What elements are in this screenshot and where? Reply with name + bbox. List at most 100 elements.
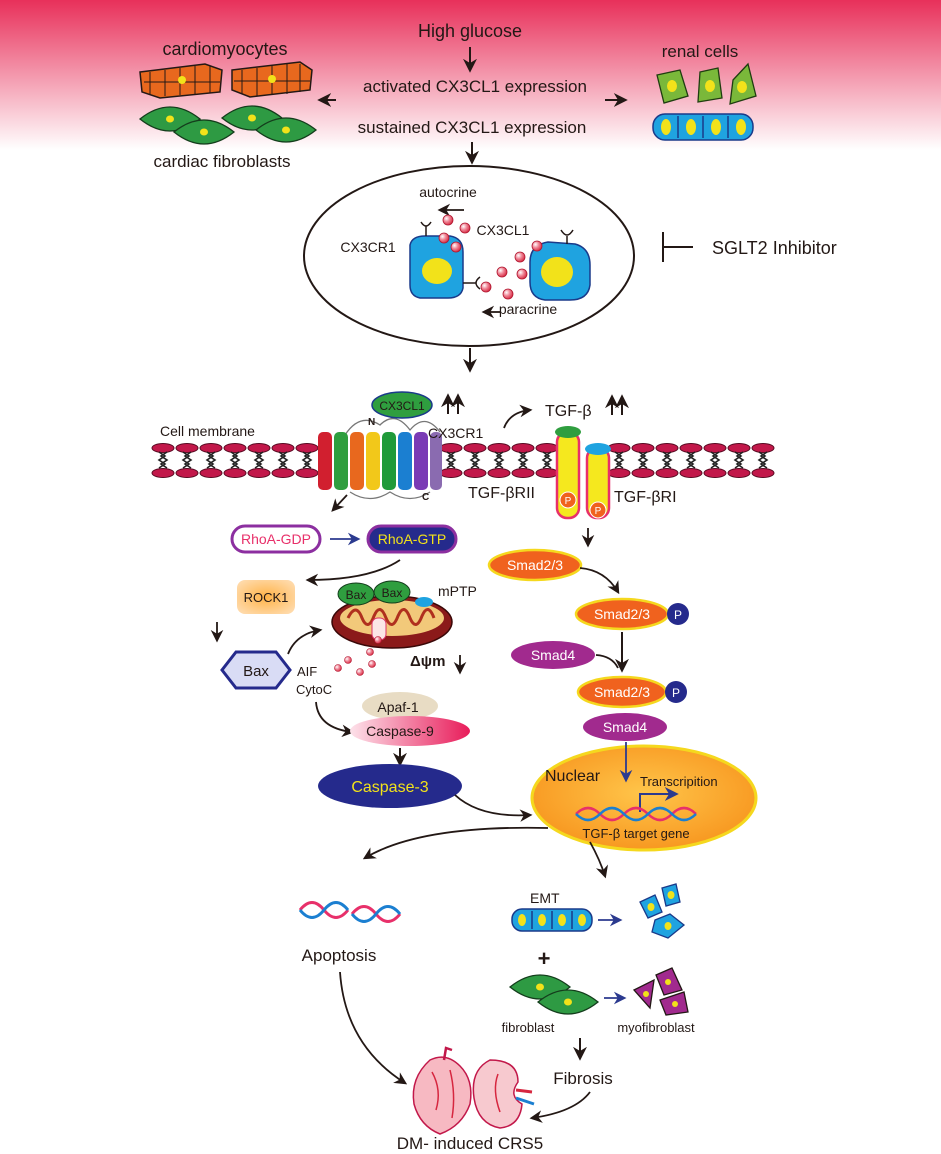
rock1-box bbox=[237, 580, 295, 614]
myofibroblast-cells bbox=[632, 967, 689, 1016]
lipid-molecule bbox=[751, 442, 775, 479]
arrow-apoptosis-to-crs5 bbox=[339, 971, 408, 1085]
bax-mito-oval bbox=[373, 580, 411, 604]
mptp-channel bbox=[415, 597, 433, 607]
smad23-oval bbox=[487, 548, 583, 582]
high-glucose-label: High glucose bbox=[418, 21, 522, 41]
crs5-label: DM- induced CRS5 bbox=[397, 1134, 543, 1153]
arrow-to-emt bbox=[589, 841, 609, 879]
myofibroblast-label: myofibroblast bbox=[617, 1020, 695, 1035]
apoptosis-label: Apoptosis bbox=[302, 946, 377, 965]
plus-sign: + bbox=[538, 946, 551, 971]
bax-mito-label: Bax bbox=[346, 588, 367, 602]
caspase9-label: Caspase-9 bbox=[366, 723, 434, 739]
arrow-fibrosis-to-crs5 bbox=[529, 1091, 591, 1123]
sustained-cx3cl1-label: sustained CX3CL1 expression bbox=[358, 118, 587, 137]
bax-mito-label: Bax bbox=[382, 586, 403, 600]
rhoa-gdp-label: RhoA-GDP bbox=[241, 531, 311, 547]
rhoa-gdp-pill bbox=[230, 524, 322, 554]
transcription-start-arrow bbox=[639, 787, 679, 812]
caspase3-oval bbox=[318, 764, 462, 808]
heart-organ bbox=[412, 1046, 472, 1135]
phospho-site bbox=[665, 681, 687, 703]
phospho-label: P bbox=[672, 686, 680, 700]
smad23-p-label: Smad2/3 bbox=[594, 606, 650, 622]
lipid-molecule bbox=[295, 442, 319, 479]
kidney-organ bbox=[472, 1059, 535, 1129]
tgf-beta-ri-label: TGF-βRI bbox=[614, 489, 677, 506]
nuclear-label: Nuclear bbox=[545, 768, 601, 785]
phospho-site bbox=[559, 491, 577, 509]
apaf1-label: Apaf-1 bbox=[377, 699, 418, 715]
arrow-to-apoptosis bbox=[362, 826, 549, 860]
cardiomyocytes-label: cardiomyocytes bbox=[162, 39, 287, 59]
cx3cr1-membrane-label: CX3CR1 bbox=[428, 425, 483, 441]
fibrosis-label: Fibrosis bbox=[553, 1069, 613, 1088]
upregulation-arrows-cx3cl1 bbox=[441, 393, 465, 414]
bax-label: Bax bbox=[243, 663, 269, 680]
cardiomyocyte-cell bbox=[139, 63, 223, 99]
lipid-molecule bbox=[607, 442, 631, 479]
cx3cl1-ligand-balls bbox=[438, 214, 543, 300]
rock1-label: ROCK1 bbox=[244, 590, 289, 605]
released-factors-balls bbox=[334, 636, 382, 676]
lipid-bilayer bbox=[151, 442, 775, 479]
n-terminus-label: N bbox=[368, 417, 375, 428]
lipid-molecule bbox=[463, 442, 487, 479]
renal-cells-label: renal cells bbox=[662, 42, 739, 61]
cx3cl1-ligand-label: CX3CL1 bbox=[379, 399, 425, 413]
nucleus-ellipse bbox=[530, 744, 758, 852]
arrow-bax-to-mito bbox=[287, 625, 323, 655]
mptp-label: mPTP bbox=[438, 583, 477, 599]
autocrine-label: autocrine bbox=[419, 184, 477, 200]
cx3cr1-ellipse-label: CX3CR1 bbox=[340, 239, 395, 255]
cell-membrane-label: Cell membrane bbox=[160, 423, 255, 439]
arrow-to-rock1 bbox=[305, 559, 401, 587]
lipid-molecule bbox=[223, 442, 247, 479]
lipid-molecule bbox=[703, 442, 727, 479]
tgf-beta-rii-label: TGF-βRII bbox=[468, 485, 535, 502]
rhoa-gtp-pill bbox=[366, 524, 458, 554]
lipid-molecule bbox=[199, 442, 223, 479]
mitochondrion bbox=[331, 595, 453, 649]
lipid-molecule bbox=[439, 442, 463, 479]
lipid-molecule bbox=[511, 442, 535, 479]
arrow-smad4-join bbox=[595, 654, 619, 669]
phospho-site bbox=[667, 603, 689, 625]
activated-cx3cl1-label: activated CX3CL1 expression bbox=[363, 77, 587, 96]
tgf-beta-label: TGF-β bbox=[545, 403, 592, 420]
lipid-molecule bbox=[535, 442, 559, 479]
bax-hexagon bbox=[220, 650, 292, 690]
transcription-label: Transcripition bbox=[640, 774, 718, 789]
upregulation-arrows-tgf bbox=[605, 394, 629, 415]
c-terminus-label: C bbox=[422, 492, 429, 503]
cx3cr1-receptor bbox=[318, 418, 442, 500]
renal-cell bbox=[656, 69, 689, 104]
emt-label: EMT bbox=[530, 890, 560, 906]
cardiac-fibroblasts-label: cardiac fibroblasts bbox=[153, 152, 290, 171]
smad23-label: Smad2/3 bbox=[507, 557, 563, 573]
lipid-molecule bbox=[247, 442, 271, 479]
caspase9-oval bbox=[350, 716, 470, 746]
phospho-label: P bbox=[595, 506, 602, 517]
lipid-molecule bbox=[487, 442, 511, 479]
cx3cl1-ellipse-label: CX3CL1 bbox=[477, 222, 530, 238]
lipid-molecule bbox=[655, 442, 679, 479]
arrow-to-tgf-beta bbox=[503, 404, 533, 429]
signaling-ellipse bbox=[303, 165, 635, 347]
arrow-smad-phosphorylation bbox=[579, 567, 620, 595]
target-gene-label: TGF-β target gene bbox=[582, 826, 689, 841]
mesenchymal-cells bbox=[639, 883, 686, 939]
phospho-site bbox=[589, 501, 607, 519]
lipid-molecule bbox=[631, 442, 655, 479]
lipid-molecule bbox=[727, 442, 751, 479]
smad4-oval bbox=[511, 641, 595, 669]
lipid-molecule bbox=[679, 442, 703, 479]
arrow-to-rhoa bbox=[331, 494, 348, 512]
lipid-molecule bbox=[151, 442, 175, 479]
smad23-complex-label: Smad2/3 bbox=[594, 684, 650, 700]
lipid-molecule bbox=[271, 442, 295, 479]
fibroblast-label: fibroblast bbox=[502, 1020, 555, 1035]
